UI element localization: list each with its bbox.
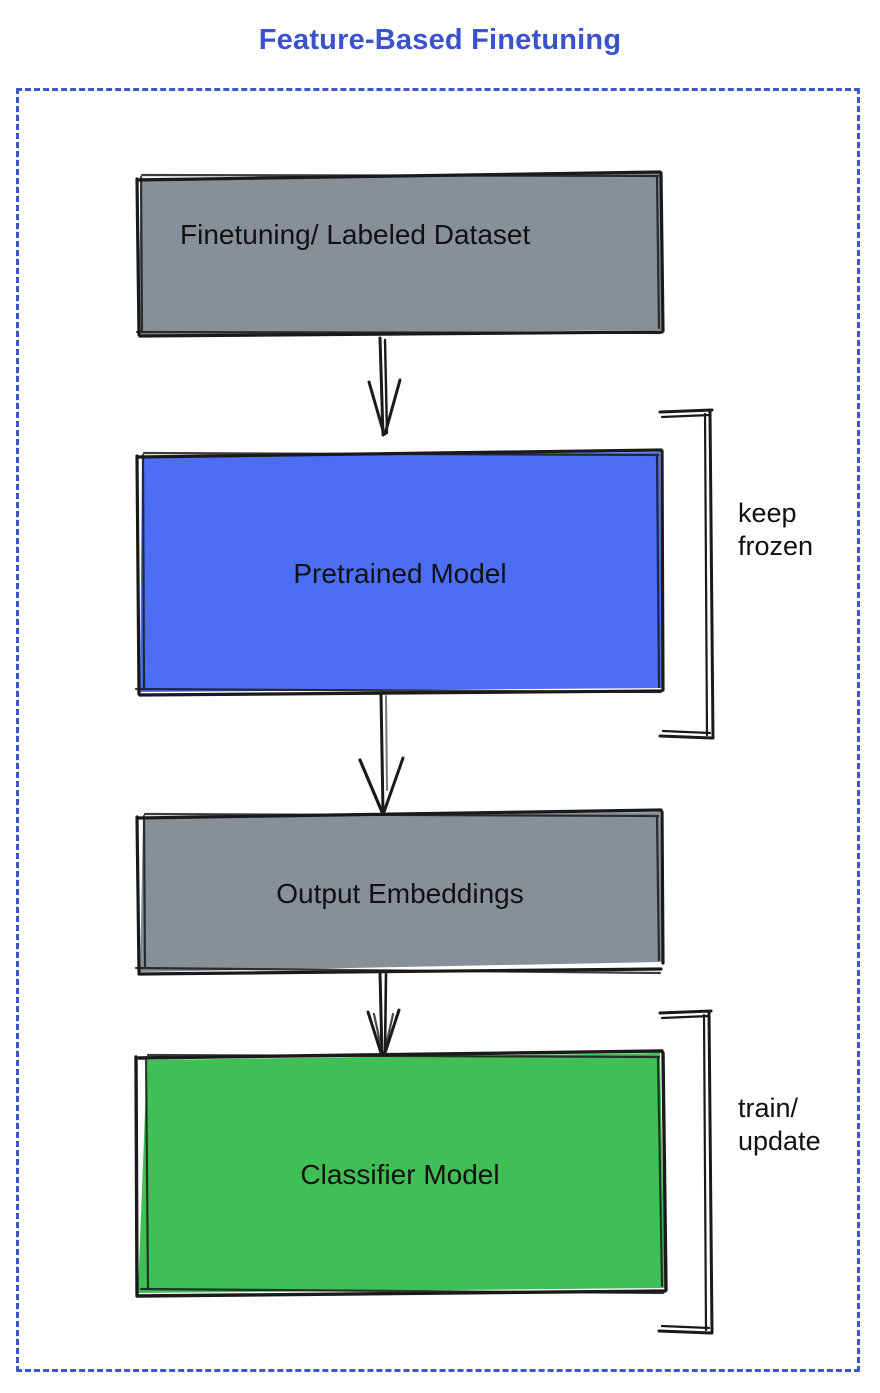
bracket-train-update-label-line2: update [738, 1126, 821, 1156]
node-dataset-label: Finetuning/ Labeled Dataset [180, 219, 531, 250]
page-title: Feature-Based Finetuning [258, 24, 622, 56]
bracket-train-update-label-line1: train/ [738, 1093, 799, 1123]
bracket-keep-frozen-label-line1: keep [738, 498, 797, 528]
node-classifier-label: Classifier Model [300, 1159, 500, 1190]
node-pretrained-label: Pretrained Model [293, 558, 507, 589]
bracket-keep-frozen-label-line2: frozen [738, 531, 814, 561]
diagram-frame [16, 88, 860, 1372]
node-embeddings-label: Output Embeddings [276, 878, 524, 909]
